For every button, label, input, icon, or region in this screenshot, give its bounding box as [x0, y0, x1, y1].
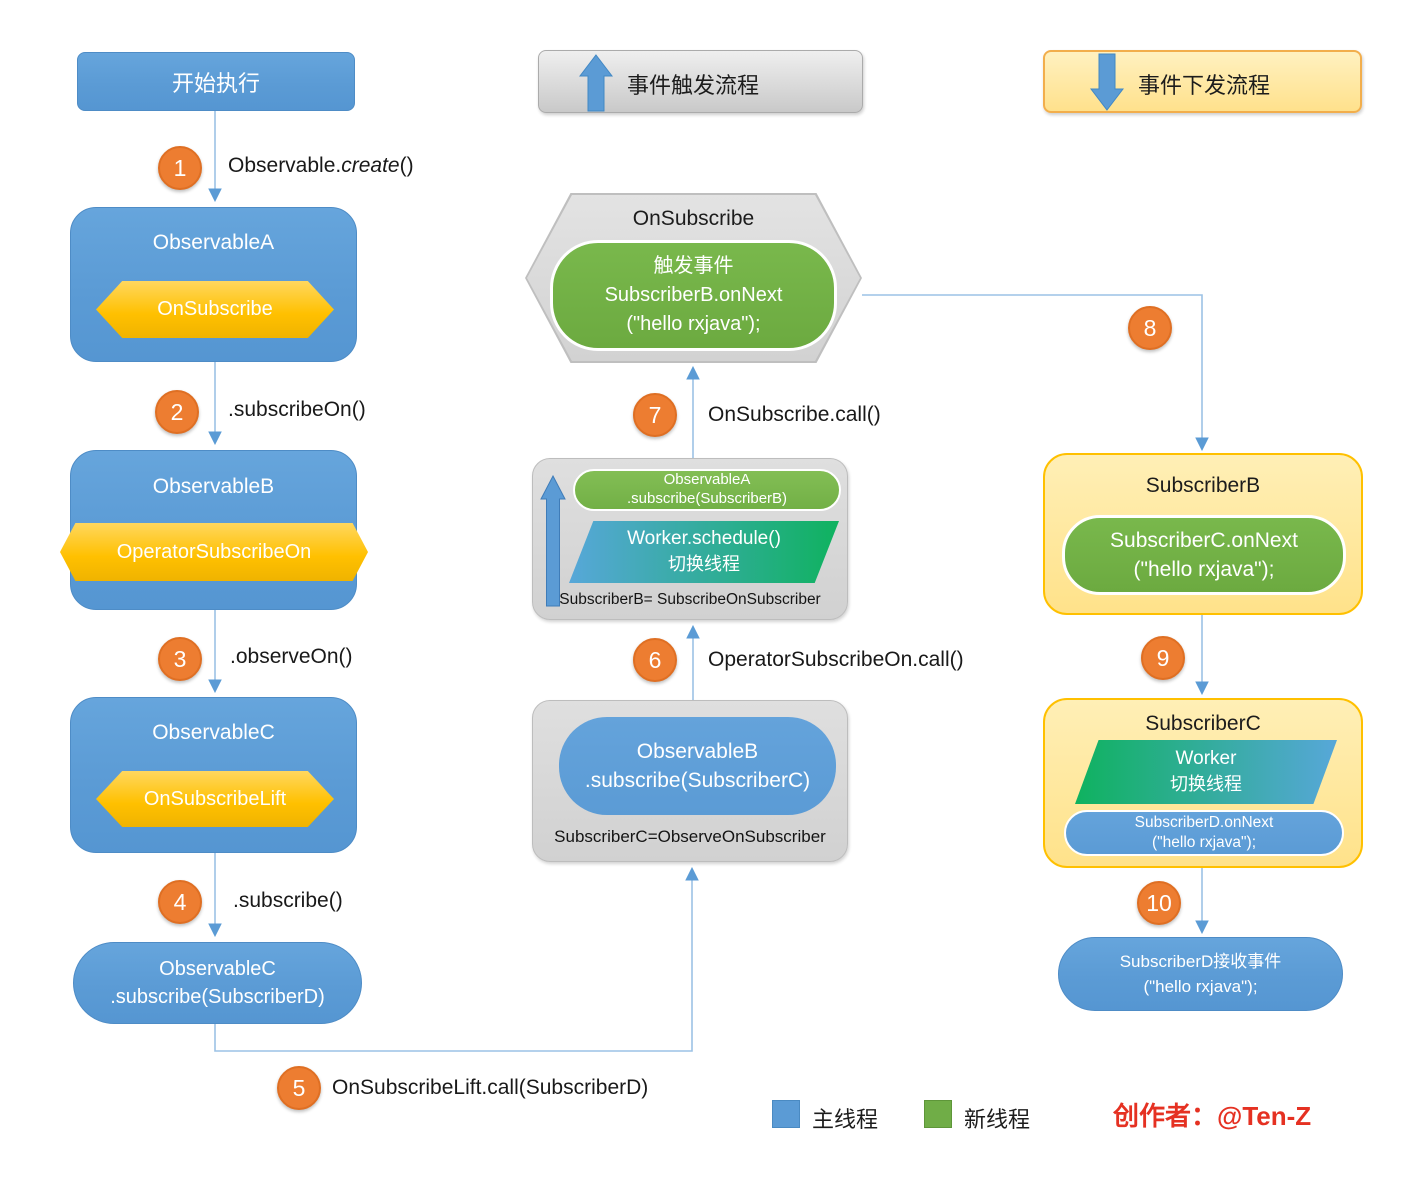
up-arrow-icon — [579, 54, 613, 112]
subscribe-subscriberd-line1: ObservableC — [159, 958, 276, 980]
step-1-label-post: () — [399, 154, 414, 177]
subscriberc-onnext-pill: SubscriberC.onNext ("hello rxjava"); — [1062, 515, 1346, 595]
step-10-badge: 10 — [1137, 881, 1181, 925]
observable-a-title: ObservableA — [152, 231, 275, 254]
subscriberc-onnext-line1: SubscriberC.onNext — [1110, 528, 1298, 552]
legend-new-thread-swatch — [924, 1100, 952, 1128]
subscribe-subscriberd-node: ObservableC .subscribe(SubscriberD) — [73, 942, 362, 1024]
trigger-flow-header: 事件触发流程 — [538, 50, 863, 113]
step-1-label-italic: create — [341, 154, 400, 177]
step-6-badge: 6 — [633, 638, 677, 682]
step-1-number: 1 — [173, 154, 187, 181]
step-8-number: 8 — [1143, 314, 1157, 341]
step-2-label: .subscribeOn() — [228, 398, 366, 421]
step-3-label: .observeOn() — [230, 645, 353, 668]
observable-b-tag-label: OperatorSubscribeOn — [116, 540, 312, 563]
step-5-badge: 5 — [277, 1066, 321, 1110]
step-10-number: 10 — [1146, 889, 1172, 916]
step-6-number: 6 — [648, 646, 662, 673]
observableb-subscribe-line1: ObservableB — [636, 739, 759, 763]
observablea-subscribe-line1: ObservableA — [663, 471, 751, 489]
step-3-badge: 3 — [158, 637, 202, 681]
onsubscribe-hexagon: OnSubscribe 触发事件 SubscriberB.onNext ("he… — [525, 193, 862, 363]
observableb-subscribe-line2: .subscribe(SubscriberC) — [584, 769, 811, 792]
start-node: 开始执行 — [77, 52, 355, 111]
dispatch-flow-header: 事件下发流程 — [1043, 50, 1362, 113]
subscriber-d-line1: SubscriberD接收事件 — [1119, 951, 1282, 971]
observableb-subscribe-pill: ObservableB .subscribe(SubscriberC) — [559, 717, 836, 815]
down-arrow-icon — [1090, 53, 1124, 111]
subscriberd-onnext-line2: ("hello rxjava"); — [1151, 834, 1257, 851]
observable-c-title: ObservableC — [152, 721, 275, 744]
subscriber-c-title: SubscriberC — [1145, 712, 1261, 735]
step-2-badge: 2 — [155, 390, 199, 434]
trigger-flow-label: 事件触发流程 — [627, 73, 760, 98]
step-4-badge: 4 — [158, 880, 202, 924]
observable-b-operator-tag: OperatorSubscribeOn — [60, 523, 368, 581]
subscriberb-assignment-note: SubscriberB= SubscribeOnSubscriber — [559, 591, 821, 608]
observable-a-onsubscribe-tag: OnSubscribe — [96, 281, 334, 338]
credit-text: 创作者：@Ten-Z — [1113, 1101, 1312, 1131]
legend-main-thread-swatch — [772, 1100, 800, 1128]
subscribe-subscriberd-line2: .subscribe(SubscriberD) — [110, 986, 325, 1008]
step-3-number: 3 — [173, 645, 187, 672]
subscriber-d-line2: ("hello rxjava"); — [1143, 977, 1258, 996]
observablea-subscribe-pill: ObservableA .subscribe(SubscriberB) — [573, 469, 841, 511]
step-7-badge: 7 — [633, 393, 677, 437]
onsubscribe-hexagon-title: OnSubscribe — [632, 207, 755, 230]
subscriber-c-node: SubscriberC Worker 切换线程 SubscriberD.onNe… — [1043, 698, 1363, 868]
subscriberc-onnext-line2: ("hello rxjava"); — [1133, 558, 1275, 581]
thread-switch-up-arrow-icon — [540, 475, 566, 607]
start-node-label: 开始执行 — [171, 70, 260, 96]
subscriberc-assignment-note: SubscriberC=ObserveOnSubscriber — [554, 827, 826, 846]
subscriberd-onnext-pill: SubscriberD.onNext ("hello rxjava"); — [1064, 810, 1344, 856]
step-8-badge: 8 — [1128, 306, 1172, 350]
step-7-label: OnSubscribe.call() — [708, 403, 881, 426]
step-2-number: 2 — [170, 398, 184, 425]
step-4-label: .subscribe() — [233, 889, 343, 912]
trigger-event-line3: ("hello rxjava"); — [626, 313, 761, 335]
trigger-event-line1: 触发事件 — [653, 255, 734, 277]
worker-schedule-line2: 切换线程 — [668, 554, 740, 574]
step-7-number: 7 — [648, 401, 662, 428]
subscriber-b-node: SubscriberB SubscriberC.onNext ("hello r… — [1043, 453, 1363, 615]
observable-b-node: ObservableB OperatorSubscribeOn — [60, 450, 368, 610]
observablea-subscribe-line2: .subscribe(SubscriberB) — [626, 490, 788, 507]
worker-schedule-parallelogram: Worker.schedule() 切换线程 — [569, 521, 839, 583]
subscriber-d-node: SubscriberD接收事件 ("hello rxjava"); — [1058, 937, 1343, 1011]
observable-c-node: ObservableC OnSubscribeLift — [70, 697, 357, 853]
observable-c-tag-label: OnSubscribeLift — [143, 787, 287, 810]
step-5-label: OnSubscribeLift.call(SubscriberD) — [332, 1076, 649, 1099]
dispatch-flow-label: 事件下发流程 — [1138, 73, 1271, 98]
step-1-badge: 1 — [158, 146, 202, 190]
trigger-event-line2: SubscriberB.onNext — [604, 284, 783, 306]
legend-main-thread-label: 主线程 — [812, 1107, 879, 1132]
observable-c-onsubscribelift-tag: OnSubscribeLift — [96, 771, 334, 827]
subscriber-b-title: SubscriberB — [1145, 474, 1261, 497]
observable-a-node: ObservableA OnSubscribe — [70, 207, 357, 362]
step-9-badge: 9 — [1141, 636, 1185, 680]
step-1-label-pre: Observable. — [228, 154, 342, 177]
step-1-label: Observable.create() — [228, 154, 414, 178]
legend-new-thread-label: 新线程 — [964, 1107, 1031, 1132]
step-9-number: 9 — [1156, 644, 1170, 671]
worker-schedule-line1: Worker.schedule() — [627, 528, 781, 549]
worker-line2: 切换线程 — [1170, 774, 1242, 794]
step-5-number: 5 — [292, 1074, 306, 1101]
observable-a-tag-label: OnSubscribe — [157, 298, 273, 320]
step-6-label: OperatorSubscribeOn.call() — [708, 648, 964, 671]
trigger-event-pill: 触发事件 SubscriberB.onNext ("hello rxjava")… — [550, 240, 837, 351]
step-4-number: 4 — [173, 888, 187, 915]
worker-parallelogram: Worker 切换线程 — [1075, 740, 1337, 804]
call-subscriberb-box: ObservableA .subscribe(SubscriberB) Work… — [532, 458, 848, 620]
observable-b-title: ObservableB — [152, 475, 275, 498]
worker-line1: Worker — [1175, 748, 1237, 769]
subscriberd-onnext-line1: SubscriberD.onNext — [1134, 813, 1274, 831]
call-subscriberc-box: ObservableB .subscribe(SubscriberC) Subs… — [532, 700, 848, 862]
